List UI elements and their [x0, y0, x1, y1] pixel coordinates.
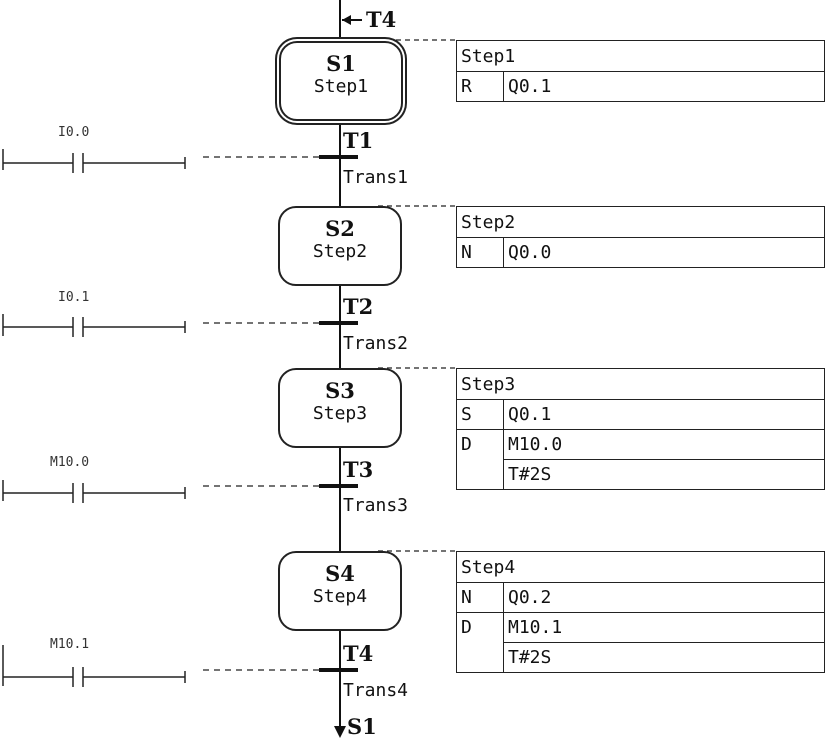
step-name: Step4	[312, 586, 368, 607]
step-name: Step2	[312, 241, 368, 262]
action-operand[interactable]: Q0.2	[503, 582, 825, 613]
step-s3[interactable]: S3 Step3	[278, 368, 402, 448]
step-id: S1	[326, 51, 356, 76]
action-qualifier: N	[456, 237, 504, 268]
exit-arrow-head	[334, 726, 346, 738]
step-id: S4	[325, 561, 355, 586]
entry-jump-label: T4	[366, 7, 397, 32]
action-time-operand[interactable]: T#2S	[503, 642, 825, 673]
action-qualifier: S	[456, 399, 504, 430]
step-name: Step3	[312, 403, 368, 424]
entry-arrow-head	[342, 15, 351, 25]
transition-name-t4: Trans4	[343, 680, 409, 701]
step-s2[interactable]: S2 Step2	[278, 206, 402, 286]
step-s4[interactable]: S4 Step4	[278, 551, 402, 631]
action-operand[interactable]: M10.1	[503, 612, 825, 643]
contact-network-t3[interactable]	[2, 480, 186, 503]
transition-name-t1: Trans1	[343, 167, 409, 188]
action-qualifier: N	[456, 582, 504, 613]
exit-jump-label: S1	[347, 714, 377, 739]
transition-id-t4[interactable]: T4	[343, 641, 374, 666]
contact-network-t4[interactable]	[2, 645, 186, 687]
transition-id-t3[interactable]: T3	[343, 457, 374, 482]
action-qualifier: R	[456, 71, 504, 102]
action-operand[interactable]: Q0.1	[503, 71, 825, 102]
contact-label-t4: M10.1	[50, 637, 90, 652]
step-id: S2	[325, 216, 355, 241]
action-table-s3[interactable]: Step3 S Q0.1 D M10.0 T#2S	[456, 368, 825, 490]
action-operand[interactable]: M10.0	[503, 429, 825, 460]
action-table-title: Step4	[456, 551, 825, 583]
contact-label-t1: I0.0	[58, 125, 90, 140]
action-time-operand[interactable]: T#2S	[503, 459, 825, 490]
contact-label-t3: M10.0	[50, 455, 90, 470]
transition-name-t3: Trans3	[343, 495, 409, 516]
action-operand[interactable]: Q0.1	[503, 399, 825, 430]
step-name: Step1	[313, 76, 369, 97]
contact-network-t1[interactable]	[2, 149, 186, 173]
action-table-s4[interactable]: Step4 N Q0.2 D M10.1 T#2S	[456, 551, 825, 673]
contact-label-t2: I0.1	[58, 290, 90, 305]
transition-id-t2[interactable]: T2	[343, 294, 374, 319]
action-table-title: Step3	[456, 368, 825, 400]
contact-network-t2[interactable]	[2, 314, 186, 337]
action-operand[interactable]: Q0.0	[503, 237, 825, 268]
transition-name-t2: Trans2	[343, 333, 409, 354]
action-qualifier: D	[456, 612, 504, 673]
step-s1[interactable]: S1 Step1	[279, 41, 403, 121]
transition-id-t1[interactable]: T1	[343, 128, 374, 153]
action-table-s1[interactable]: Step1 R Q0.1	[456, 40, 825, 102]
action-table-title: Step1	[456, 40, 825, 72]
action-table-title: Step2	[456, 206, 825, 238]
action-qualifier: D	[456, 429, 504, 490]
step-id: S3	[325, 378, 355, 403]
action-table-s2[interactable]: Step2 N Q0.0	[456, 206, 825, 268]
